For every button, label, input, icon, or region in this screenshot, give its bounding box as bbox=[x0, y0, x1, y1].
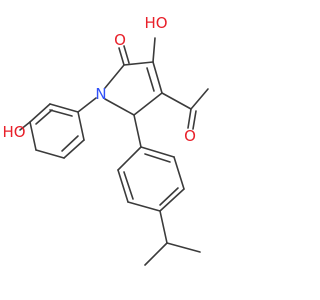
atom-ring-nitrogen: N bbox=[95, 85, 106, 103]
isopropylphenyl-ring bbox=[117, 114, 185, 212]
ring-b-1 bbox=[117, 146, 142, 171]
ring-b-6 bbox=[140, 146, 175, 158]
atom-labels: O HO N HO O bbox=[2, 14, 195, 145]
ring-a-3 bbox=[35, 149, 65, 159]
acetyl-group bbox=[161, 88, 209, 130]
ring-a-2 bbox=[63, 139, 85, 159]
atom-carbonyl-oxygen: O bbox=[114, 31, 126, 49]
bond-ch-methyl-right bbox=[166, 242, 201, 253]
bond-c3-c4 bbox=[152, 61, 163, 94]
ring-b-inner-3 bbox=[144, 153, 171, 163]
atom-phenol-hydroxyl: HO bbox=[2, 123, 25, 141]
bond-aryl-ch bbox=[159, 210, 168, 244]
bond-c4-acyl bbox=[161, 92, 192, 110]
ring-b-2 bbox=[117, 169, 129, 203]
bond-acyl-o-b bbox=[192, 110, 197, 130]
ring-b-3 bbox=[127, 201, 161, 212]
ring-a-6 bbox=[49, 103, 79, 113]
ring-b-5 bbox=[173, 156, 185, 190]
bond-ch-methyl-left bbox=[144, 242, 168, 266]
bond-n-aryl bbox=[77, 97, 97, 113]
atom-acetyl-oxygen: O bbox=[184, 127, 196, 145]
ring-a-4 bbox=[29, 121, 37, 151]
ring-a-1 bbox=[77, 111, 85, 141]
bond-c2-o-carbonyl-a bbox=[118, 47, 125, 66]
bond-c2-o-carbonyl-b bbox=[123, 45, 130, 64]
bond-c4-c5 bbox=[133, 92, 163, 116]
bond-c2-c3 bbox=[123, 61, 154, 66]
bond-aryl-oh bbox=[19, 121, 31, 131]
bond-acyl-methyl bbox=[190, 88, 209, 110]
ring-a-inner-1 bbox=[61, 135, 79, 152]
pyrrolinone-ring bbox=[104, 37, 163, 116]
bond-n-c2 bbox=[104, 64, 125, 89]
ring-b-inner-1 bbox=[123, 171, 134, 200]
bond-c5-n bbox=[104, 98, 135, 116]
ring-b-4 bbox=[159, 188, 185, 212]
molecule-structure: O HO N HO O bbox=[2, 14, 209, 266]
bond-acyl-o-a bbox=[187, 108, 192, 129]
bond-c5-aryl bbox=[133, 114, 142, 148]
atom-hydroxyl-enol: HO bbox=[144, 14, 167, 32]
ring-b-inner-2 bbox=[159, 187, 179, 206]
bond-c3-oh bbox=[152, 37, 156, 63]
isopropyl-group bbox=[144, 210, 201, 266]
bond-c3-c4-inner bbox=[146, 67, 155, 92]
ring-a-inner-2 bbox=[35, 109, 53, 125]
hydroxyphenyl-ring bbox=[19, 97, 97, 159]
ring-a-inner-3 bbox=[49, 109, 73, 117]
ring-a-5 bbox=[29, 103, 51, 123]
